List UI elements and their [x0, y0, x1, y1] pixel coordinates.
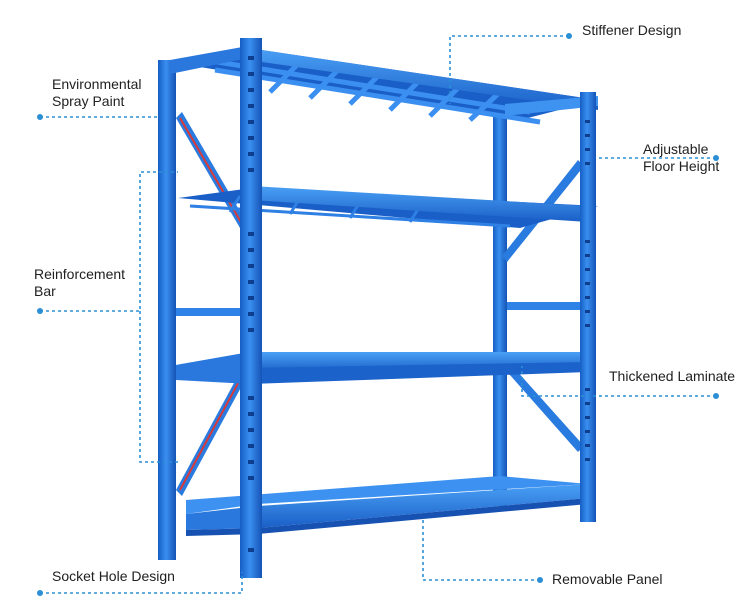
top-shelf	[170, 46, 598, 125]
label-removable-panel: Removable Panel	[552, 571, 663, 587]
back-left-post-holes	[151, 170, 155, 272]
leader-reinforcement-bar	[37, 171, 178, 463]
label-stiffener-design: Stiffener Design	[582, 22, 682, 38]
left-side-bracing	[176, 112, 245, 496]
label-reinforcement-bar: Reinforcement Bar	[34, 266, 126, 299]
third-shelf	[176, 352, 590, 384]
front-right-post	[580, 92, 596, 522]
label-adjustable-floor-height: Adjustable Floor Height	[643, 141, 720, 174]
label-environmental-spray-paint: Environmental Spray Paint	[52, 76, 142, 109]
back-left-post	[158, 60, 176, 560]
leader-environmental-spray-paint	[37, 114, 158, 120]
front-left-post	[240, 38, 262, 578]
leader-adjustable-floor-height	[596, 155, 719, 161]
leader-removable-panel	[422, 520, 543, 583]
label-thickened-laminate: Thickened Laminate	[609, 368, 736, 384]
leader-thickened-laminate	[521, 366, 719, 399]
label-socket-hole-design: Socket Hole Design	[52, 568, 175, 584]
leader-stiffener-design	[449, 33, 572, 104]
back-right-post	[493, 108, 507, 506]
leader-socket-hole-design	[37, 572, 243, 596]
